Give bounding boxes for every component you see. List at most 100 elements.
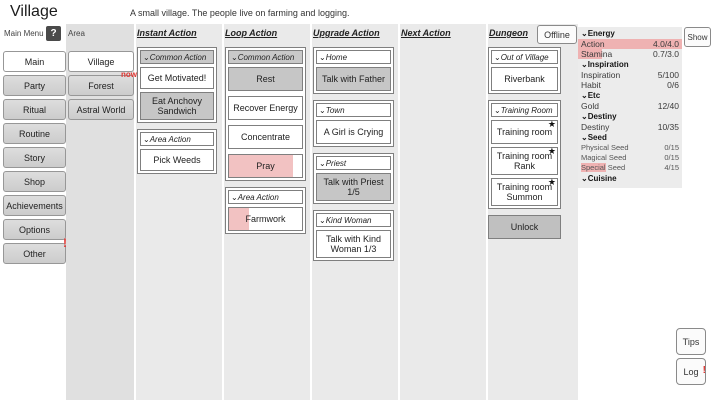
upgrade-priest-group: ⌄Priest Talk with Priest 1/5 (313, 153, 394, 204)
action-label: Concentrate (240, 131, 291, 142)
tips-button[interactable]: Tips (676, 328, 706, 355)
section-title: Seed (587, 133, 607, 142)
group-title: Area Action (237, 193, 279, 202)
stat-label: Action (581, 39, 605, 49)
action-button-pick-weeds[interactable]: Pick Weeds (140, 149, 214, 171)
action-button-talk-with-kind-woman[interactable]: Talk with Kind Woman 1/3 (316, 230, 391, 258)
stat-value: 0/15 (664, 153, 679, 162)
action-label: Talk with Kind Woman 1/3 (325, 233, 382, 254)
instant-common-group-header[interactable]: ⌄Common Action (140, 50, 214, 64)
chevron-down-icon: ⌄ (143, 53, 150, 62)
action-label: Talk with Priest 1/5 (323, 176, 384, 197)
action-label: Pick Weeds (153, 154, 201, 165)
log-button[interactable]: Log ! (676, 358, 706, 385)
stats-section-seed[interactable]: ⌄Seed (578, 132, 682, 143)
section-title: Energy (587, 29, 615, 38)
area-button-astral-world[interactable]: Astral World (68, 99, 134, 120)
main-menu-label: Main Menu (4, 29, 44, 38)
stats-section-etc[interactable]: ⌄Etc (578, 90, 682, 101)
area-button-forest[interactable]: Forest now (68, 71, 137, 96)
menu-button-ritual[interactable]: Ritual (3, 99, 66, 120)
next-action-header: Next Action (401, 28, 451, 38)
action-button-talk-with-father[interactable]: Talk with Father (316, 67, 391, 91)
menu-button-shop[interactable]: Shop (3, 171, 66, 192)
action-button-pray[interactable]: Pray (228, 154, 303, 178)
stat-fill (578, 49, 602, 59)
action-label: Farmwork (245, 213, 286, 224)
menu-button-story[interactable]: Story (3, 147, 66, 168)
menu-button-party[interactable]: Party (3, 75, 66, 96)
chevron-down-icon: ⌄ (581, 174, 588, 183)
instant-action-header: Instant Action (137, 28, 197, 38)
action-button-training-room-rank[interactable]: Training room Rank ★ (491, 147, 558, 175)
show-button[interactable]: Show (684, 27, 711, 47)
action-button-get-motivated[interactable]: Get Motivated! (140, 67, 214, 89)
stat-value: 0/6 (667, 80, 679, 90)
stat-row-magical-seed: Magical Seed 0/15 (578, 153, 682, 163)
loop-area-group-header[interactable]: ⌄Area Action (228, 190, 303, 204)
action-button-a-girl-is-crying[interactable]: A Girl is Crying (316, 120, 391, 144)
training-room-group-header[interactable]: ⌄Training Room (491, 103, 558, 117)
dungeon-out-of-village-group: ⌄Out of Village Riverbank (488, 47, 561, 94)
upgrade-kind-woman-group-header[interactable]: ⌄Kind Woman (316, 213, 391, 227)
dungeon-column: ⌄Out of Village Riverbank ⌄Training Room… (488, 47, 561, 239)
group-title: Training Room (500, 106, 553, 115)
upgrade-priest-group-header[interactable]: ⌄Priest (316, 156, 391, 170)
chevron-down-icon: ⌄ (319, 106, 326, 115)
action-button-talk-with-priest[interactable]: Talk with Priest 1/5 (316, 173, 391, 201)
next-column-background (400, 24, 486, 400)
action-button-concentrate[interactable]: Concentrate (228, 125, 303, 149)
section-title: Inspiration (587, 60, 629, 69)
out-of-village-group-header[interactable]: ⌄Out of Village (491, 50, 558, 64)
menu-button-achievements[interactable]: Achievements (3, 195, 66, 216)
upgrade-town-group-header[interactable]: ⌄Town (316, 103, 391, 117)
chevron-down-icon: ⌄ (581, 133, 588, 142)
stat-value: 5/100 (657, 70, 679, 80)
menu-button-routine[interactable]: Routine (3, 123, 66, 144)
dungeon-header: Dungeon (489, 28, 528, 38)
chevron-down-icon: ⌄ (231, 53, 238, 62)
page-subtitle: A small village. The people live on farm… (130, 8, 350, 18)
menu-button-options[interactable]: Options (3, 219, 66, 240)
chevron-down-icon: ⌄ (581, 91, 588, 100)
action-button-eat-anchovy-sandwich[interactable]: Eat Anchovy Sandwich (140, 92, 214, 120)
action-button-rest[interactable]: Rest (228, 67, 303, 91)
group-title: Common Action (149, 53, 207, 62)
offline-button[interactable]: Offline (537, 25, 577, 44)
action-button-training-room[interactable]: Training room ★ (491, 120, 558, 144)
star-icon: ★ (547, 146, 556, 156)
action-button-recover-energy[interactable]: Recover Energy (228, 96, 303, 120)
help-button[interactable]: ? (46, 26, 61, 41)
chevron-down-icon: ⌄ (581, 29, 588, 38)
instant-area-group-header[interactable]: ⌄Area Action (140, 132, 214, 146)
stat-row-stamina: Stamina 0.7/3.0 (578, 49, 682, 59)
loop-action-header: Loop Action (225, 28, 278, 38)
stats-section-energy[interactable]: ⌄Energy (578, 28, 682, 39)
stats-section-inspiration[interactable]: ⌄Inspiration (578, 59, 682, 70)
stats-section-destiny[interactable]: ⌄Destiny (578, 111, 682, 122)
stat-value: 12/40 (657, 101, 679, 111)
stat-value: 0.7/3.0 (653, 49, 679, 59)
section-title: Cuisine (587, 174, 617, 183)
star-icon: ★ (547, 177, 556, 187)
chevron-down-icon: ⌄ (581, 112, 588, 121)
upgrade-home-group: ⌄Home Talk with Father (313, 47, 394, 94)
action-button-riverbank[interactable]: Riverbank (491, 67, 558, 91)
menu-button-other[interactable]: Other ! (3, 237, 67, 264)
star-icon: ★ (547, 119, 556, 129)
action-label: Recover Energy (233, 102, 298, 113)
stats-section-cuisine[interactable]: ⌄Cuisine (578, 173, 682, 184)
action-label: Training room Summon (496, 181, 553, 202)
chevron-down-icon: ⌄ (231, 193, 238, 202)
loop-common-group-header[interactable]: ⌄Common Action (228, 50, 303, 64)
chevron-down-icon: ⌄ (143, 135, 150, 144)
area-button-village[interactable]: Village (68, 51, 134, 72)
group-title: Kind Woman (325, 216, 372, 225)
action-button-training-room-summon[interactable]: Training room Summon ★ (491, 178, 558, 206)
menu-button-main[interactable]: Main (3, 51, 66, 72)
action-label: Riverbank (504, 73, 545, 84)
unlock-button[interactable]: Unlock (488, 215, 561, 239)
group-title: Home (325, 53, 348, 62)
action-button-farmwork[interactable]: Farmwork (228, 207, 303, 231)
upgrade-home-group-header[interactable]: ⌄Home (316, 50, 391, 64)
